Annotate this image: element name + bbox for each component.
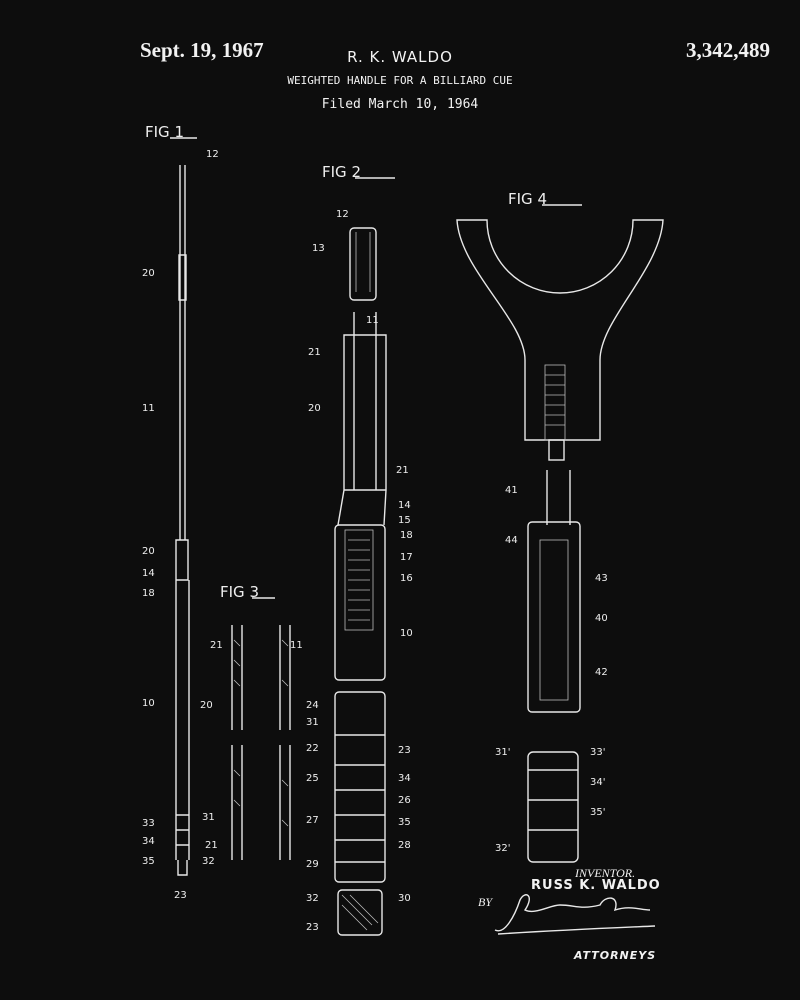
ref: 34'	[590, 777, 605, 788]
reference-numerals: 12 20 11 20 14 18 10 33 34 35 31 32 23 1…	[142, 149, 608, 933]
ref: 18	[142, 588, 155, 599]
ref: 21	[210, 640, 223, 651]
inventor-label: INVENTOR.	[575, 866, 636, 880]
fig2-label: FIG 2	[322, 163, 361, 181]
ref: 29	[306, 859, 319, 870]
ref: 28	[398, 840, 411, 851]
ref: 33	[142, 818, 155, 829]
ref: 20	[142, 546, 155, 557]
fig3-label: FIG 3	[220, 583, 259, 601]
attorneys-label: ATTORNEYS	[574, 949, 657, 962]
ref: 33'	[590, 747, 605, 758]
ref: 23	[174, 890, 187, 901]
ref: 35	[398, 817, 411, 828]
filed-date: Filed March 10, 1964	[321, 97, 479, 112]
ref: 31	[306, 717, 319, 728]
ref: 35	[142, 856, 155, 867]
patent-number: 3,342,489	[686, 38, 770, 62]
ref: 20	[308, 403, 321, 414]
ref: 10	[142, 698, 155, 709]
ref: 18	[400, 530, 413, 541]
ref: 32	[202, 856, 215, 867]
ref: 27	[306, 815, 319, 826]
ref: 17	[400, 552, 413, 563]
inventor-name: RUSS K. WALDO	[531, 878, 661, 893]
by-label: BY	[478, 895, 493, 909]
patent-title: WEIGHTED HANDLE FOR A BILLIARD CUE	[287, 74, 513, 87]
ref: 21	[308, 347, 321, 358]
ref: 13	[312, 243, 325, 254]
ref: 35'	[590, 807, 605, 818]
ref: 21	[205, 840, 218, 851]
ref: 15	[398, 515, 411, 526]
inventor-header: R. K. WALDO	[347, 48, 453, 66]
ref: 31'	[495, 747, 510, 758]
ref: 30	[398, 893, 411, 904]
ref: 26	[398, 795, 411, 806]
ref: 32	[306, 893, 319, 904]
ref: 23	[398, 745, 411, 756]
patent-date: Sept. 19, 1967	[140, 38, 264, 62]
ref: 43	[595, 573, 608, 584]
ref: 14	[398, 500, 411, 511]
figure-1: FIG 1	[145, 123, 197, 876]
ref: 25	[306, 773, 319, 784]
attorney-signature	[494, 894, 656, 935]
ref: 20	[142, 268, 155, 279]
ref: 24	[306, 700, 319, 711]
ref: 42	[595, 667, 608, 678]
ref: 10	[400, 628, 413, 639]
ref: 40	[595, 613, 608, 624]
figure-2: FIG 2	[322, 163, 395, 936]
fig4-label: FIG 4	[508, 190, 547, 208]
ref: 12	[206, 149, 219, 160]
ref: 22	[306, 743, 319, 754]
ref: 12	[336, 209, 349, 220]
ref: 34	[398, 773, 411, 784]
ref: 16	[400, 573, 413, 584]
ref: 34	[142, 836, 155, 847]
fig1-label: FIG 1	[145, 123, 184, 141]
ref: 11	[290, 640, 303, 651]
ref: 11	[142, 403, 155, 414]
ref: 14	[142, 568, 155, 579]
ref: 21	[396, 465, 409, 476]
ref: 31	[202, 812, 215, 823]
ref: 41	[505, 485, 518, 496]
ref: 11	[366, 315, 379, 326]
figure-3: FIG 3	[220, 583, 291, 860]
ref: 23	[306, 922, 319, 933]
figure-4: FIG 4	[456, 190, 664, 863]
ref: 32'	[495, 843, 510, 854]
ref: 44	[505, 535, 518, 546]
ref: 20	[200, 700, 213, 711]
